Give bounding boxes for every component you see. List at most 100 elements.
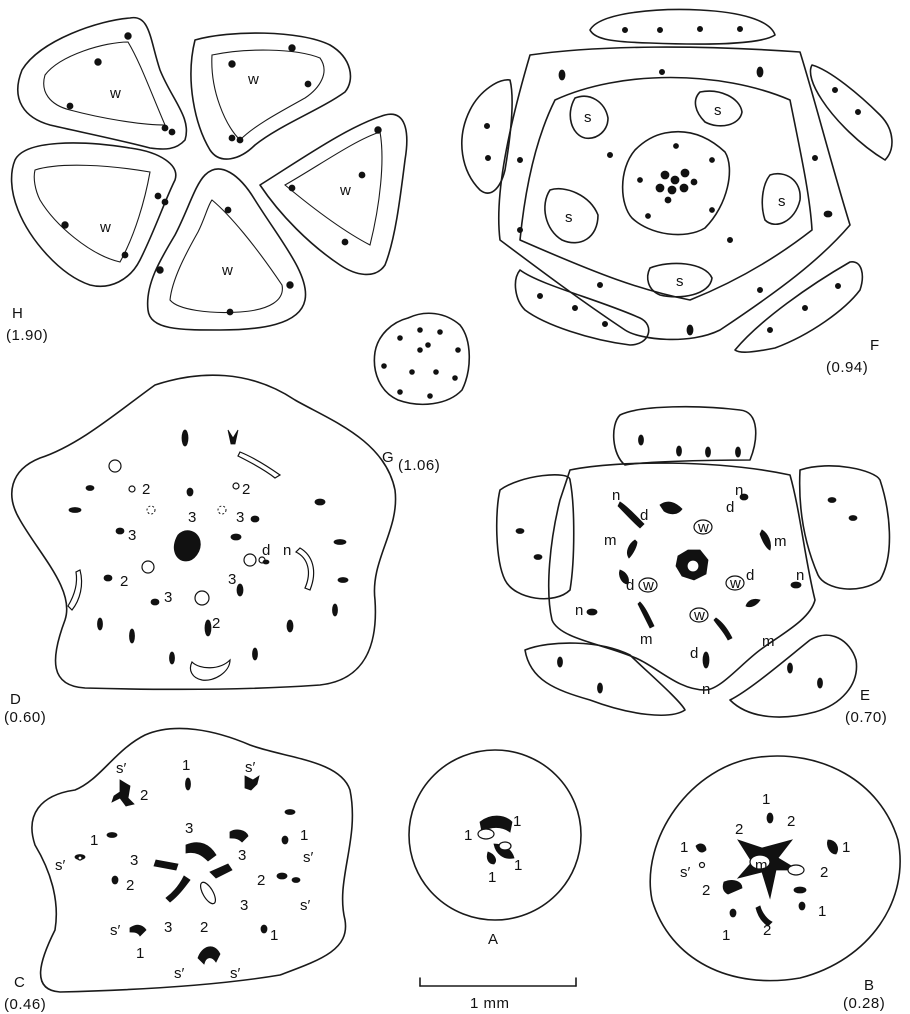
e-label-w2: w: [642, 577, 654, 594]
c-label-2b: 2: [126, 877, 134, 894]
d-value: (0.60): [4, 709, 46, 726]
e-label-m1: m: [604, 532, 617, 549]
panel-h-petal-5-inner: [34, 165, 150, 262]
f-value: (0.94): [826, 359, 868, 376]
panel-g-outline: [374, 313, 469, 404]
c-label-sp8: s′: [230, 965, 241, 982]
panel-h-petal-3: [260, 114, 407, 274]
e-label-d4: d: [746, 567, 754, 584]
panel-h-petal-4: [148, 169, 306, 330]
e-label-n1: n: [612, 487, 620, 504]
e-label-d2: d: [726, 499, 734, 516]
b-label-sp: s′: [680, 864, 691, 881]
b-label-2e: 2: [763, 922, 771, 939]
h-label-w5: w: [99, 219, 111, 236]
panel-e-hypanthium: [549, 463, 815, 690]
h-value: (1.90): [6, 327, 48, 344]
d-label-3d: 3: [164, 589, 172, 606]
panel-e: n n d d w m m n d w w d n w m m d n E (0…: [497, 407, 890, 726]
panel-h-petal-1-inner: [44, 42, 165, 125]
b-label-2b: 2: [735, 821, 743, 838]
b-label-2c: 2: [820, 864, 828, 881]
c-label-sp1: s′: [116, 760, 127, 777]
f-letter: F: [870, 337, 880, 354]
d-label-2b: 2: [242, 481, 250, 498]
b-label-1a: 1: [762, 791, 770, 808]
panel-c: 1 s′ s′ 2 1 1 3 3 3 s′ s′ 2 2 3 s′ 3 2 s…: [4, 728, 352, 1013]
h-label-w3: w: [339, 182, 351, 199]
panel-e-lower-left-petal: [525, 643, 685, 715]
c-label-2d: 2: [200, 919, 208, 936]
e-value: (0.70): [845, 709, 887, 726]
panel-g-bundles: [382, 328, 461, 399]
panel-d-outline: [12, 375, 396, 689]
c-label-sp5: s′: [300, 897, 311, 914]
c-label-sp2: s′: [245, 759, 256, 776]
panel-c-bundles: [75, 776, 300, 964]
g-value: (1.06): [398, 457, 440, 474]
b-value: (0.28): [843, 995, 885, 1012]
b-label-1c: 1: [842, 839, 850, 856]
e-label-n2: n: [735, 482, 743, 499]
panel-d: 2 2 3 3 3 d n 2 3 3 2 D (0.60): [4, 375, 396, 726]
panel-f: s s s s s F (0.94): [462, 10, 892, 376]
h-label-w1: w: [109, 85, 121, 102]
f-label-s4: s: [565, 209, 573, 226]
c-label-2a: 2: [140, 787, 148, 804]
c-letter: C: [14, 974, 25, 991]
d-label-d: d: [262, 542, 270, 559]
a-label-1b: 1: [513, 813, 521, 830]
c-label-3d: 3: [240, 897, 248, 914]
e-label-n4: n: [575, 602, 583, 619]
a-label-1c: 1: [488, 869, 496, 886]
b-label-2a: 2: [787, 813, 795, 830]
d-label-3a: 3: [188, 509, 196, 526]
f-label-s5: s: [676, 273, 684, 290]
c-label-sp4: s′: [303, 849, 314, 866]
d-label-3b: 3: [236, 509, 244, 526]
e-label-m4: m: [762, 633, 775, 650]
c-label-3e: 3: [164, 919, 172, 936]
panel-h-petal-1: [18, 18, 187, 149]
panel-f-top-petal: [590, 10, 775, 45]
e-label-w3: w: [729, 575, 741, 592]
e-label-w1: w: [697, 519, 709, 536]
d-label-2a: 2: [142, 481, 150, 498]
panel-a-bundles: [478, 816, 514, 864]
panel-f-lower-left-petal: [515, 270, 648, 345]
panel-h: w w w w w H (1.90): [6, 18, 407, 344]
c-label-1e: 1: [136, 945, 144, 962]
panel-b: 1 2 2 1 1 m s′ 2 2 1 2 1 B (0.28): [650, 756, 900, 1012]
f-label-s3: s: [778, 193, 786, 210]
c-label-3b: 3: [130, 852, 138, 869]
e-letter: E: [860, 687, 871, 704]
c-label-sp7: s′: [174, 965, 185, 982]
c-label-1b: 1: [90, 832, 98, 849]
scale-bar: 1 mm: [420, 978, 576, 1012]
panel-e-bundles: [516, 435, 857, 693]
e-label-m2: m: [774, 533, 787, 550]
b-label-1d: 1: [818, 903, 826, 920]
d-label-3e: 3: [228, 571, 236, 588]
b-label-m: m: [755, 857, 768, 874]
scale-bar-label: 1 mm: [470, 995, 510, 1012]
b-label-2d: 2: [702, 882, 710, 899]
b-label-1b: 1: [680, 839, 688, 856]
h-letter: H: [12, 305, 23, 322]
e-label-d5: d: [690, 645, 698, 662]
panel-e-top-petal: [614, 407, 756, 465]
panel-h-petal-3-inner: [285, 132, 382, 245]
panel-d-bundles: [68, 430, 348, 680]
c-label-1a: 1: [182, 757, 190, 774]
c-label-1d: 1: [270, 927, 278, 944]
e-label-d1: d: [640, 507, 648, 524]
e-label-n5: n: [702, 681, 710, 698]
panel-e-lower-right-petal: [730, 635, 857, 717]
c-value: (0.46): [4, 996, 46, 1013]
c-label-sp6: s′: [110, 922, 121, 939]
h-label-w4: w: [221, 262, 233, 279]
h-label-w2: w: [247, 71, 259, 88]
panel-f-carpels: [638, 144, 715, 219]
c-label-2c: 2: [257, 872, 265, 889]
